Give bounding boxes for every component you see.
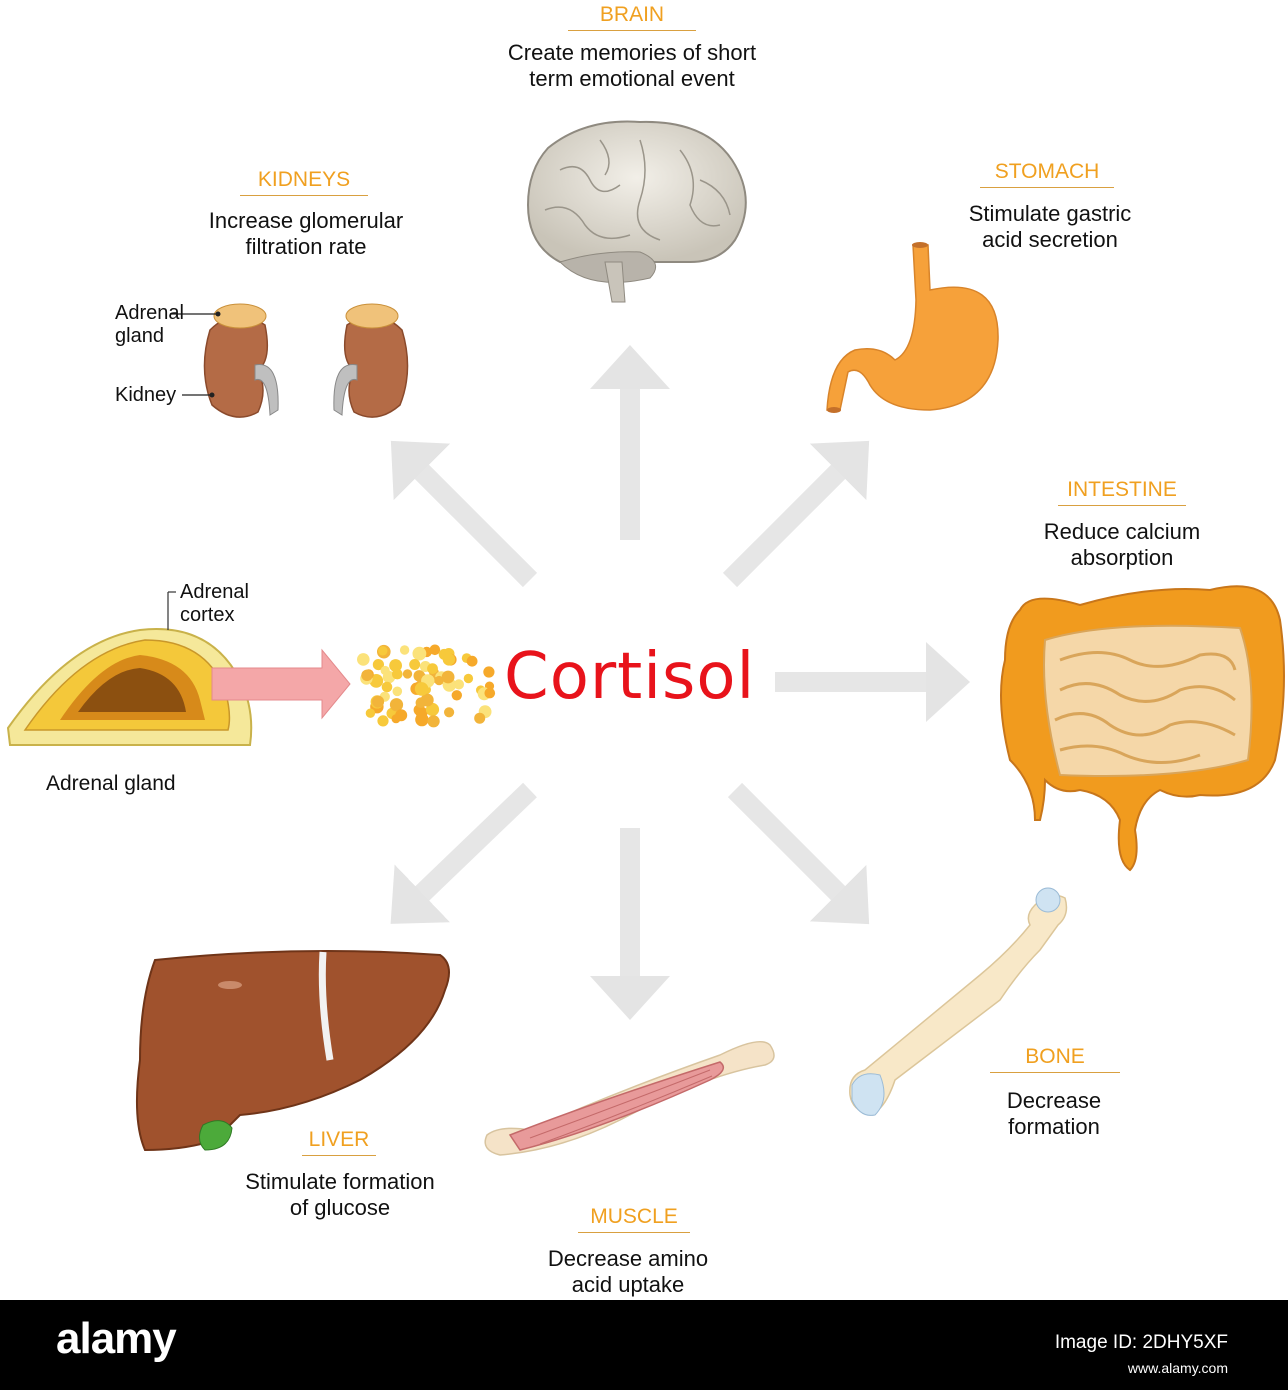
molecule-dot	[412, 646, 427, 661]
liver-title: LIVER	[302, 1128, 376, 1156]
stomach-illustration	[826, 242, 999, 413]
stomach-effect: Stimulate gastric acid secretion	[968, 201, 1132, 252]
brain-effect: Create memories of short term emotional …	[507, 40, 757, 91]
brain-illustration	[526, 120, 747, 303]
molecule-dot	[441, 670, 455, 684]
kidney-pointer-label: Kidney	[115, 384, 177, 406]
adrenal-gland-pointer-label: Adrenal gland	[115, 302, 184, 347]
liver-effect: Stimulate formation of glucose	[245, 1169, 435, 1220]
muscle-title: MUSCLE	[578, 1205, 690, 1233]
molecule-dot	[395, 709, 408, 722]
intestine-effect: Reduce calcium absorption	[1043, 519, 1201, 570]
molecule-dot	[463, 673, 474, 684]
footer-url: www.alamy.com	[1127, 1360, 1228, 1376]
secretion-arrow	[211, 648, 351, 720]
molecule-dot	[434, 675, 444, 686]
molecule-dot	[392, 668, 403, 680]
molecule-dot	[484, 687, 496, 699]
molecule-dot	[466, 655, 478, 667]
footer-logo: alamy	[56, 1314, 177, 1363]
molecule-dot	[357, 653, 370, 666]
molecule-dot	[392, 686, 403, 697]
kidneys-title: KIDNEYS	[240, 168, 368, 196]
bone-illustration	[849, 887, 1068, 1116]
molecule-dot	[415, 712, 429, 727]
molecule-dot	[389, 698, 404, 712]
liver-illustration	[135, 950, 450, 1152]
kidneys-illustration	[170, 303, 409, 418]
molecule-dot	[361, 669, 373, 681]
molecule-dot	[409, 659, 421, 670]
cortisol-label: Cortisol	[504, 640, 756, 714]
molecule-dot	[427, 663, 438, 674]
molecule-dot	[483, 666, 495, 678]
molecule-dot	[381, 681, 393, 693]
molecule-dot	[420, 693, 434, 707]
molecule-dot	[453, 679, 464, 690]
adrenal-cortex-label: Adrenal cortex	[180, 581, 249, 626]
molecule-dot	[474, 712, 486, 724]
bone-title: BONE	[990, 1045, 1120, 1073]
molecule-dot	[377, 715, 389, 727]
effect-arrows	[390, 345, 970, 1020]
arrow-to-kidneys	[390, 440, 538, 588]
cortisol-molecules	[357, 644, 496, 728]
brain-title: BRAIN	[568, 3, 696, 31]
molecule-dot	[442, 653, 456, 666]
molecule-dot	[378, 646, 388, 656]
intestine-illustration	[1000, 585, 1285, 872]
molecule-dot	[389, 659, 402, 672]
molecule-dot	[444, 707, 455, 718]
molecule-dot	[427, 715, 440, 728]
arrow-to-stomach	[722, 440, 870, 588]
molecule-dot	[451, 690, 462, 701]
molecule-dot	[425, 702, 440, 717]
kidneys-effect: Increase glomerular filtration rate	[208, 208, 404, 259]
footer-image-id: Image ID: 2DHY5XF	[1054, 1332, 1228, 1353]
molecule-dot	[429, 644, 441, 656]
bone-effect: Decrease formation	[1006, 1088, 1102, 1139]
muscle-illustration	[484, 1040, 775, 1156]
stock-footer: alamy Image ID: 2DHY5XF www.alamy.com	[0, 1300, 1288, 1390]
intestine-title: INTESTINE	[1058, 478, 1186, 506]
molecule-dot	[369, 674, 384, 688]
molecule-dot	[372, 695, 385, 708]
molecule-dot	[414, 682, 429, 696]
molecule-dot	[365, 708, 376, 718]
stomach-title: STOMACH	[980, 160, 1114, 188]
muscle-effect: Decrease amino acid uptake	[547, 1246, 709, 1297]
molecule-dot	[372, 659, 384, 671]
arrow-to-liver	[390, 782, 537, 924]
cortisol-diagram: Cortisol Adrenal cortex Adrenal gland KI…	[6, 3, 1285, 1297]
arrow-to-bone	[727, 782, 870, 925]
molecule-dot	[380, 665, 390, 676]
adrenal-gland-illustration	[6, 591, 253, 746]
molecule-dot	[399, 645, 410, 655]
molecule-dot	[402, 669, 413, 679]
adrenal-gland-caption: Adrenal gland	[46, 772, 176, 795]
